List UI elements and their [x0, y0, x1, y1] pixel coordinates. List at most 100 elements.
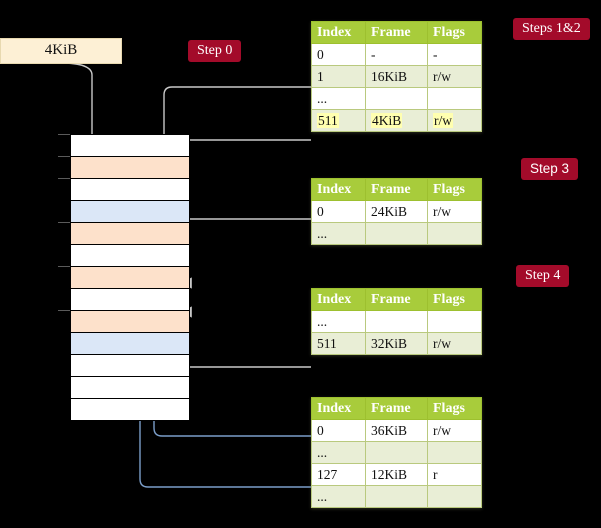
memory-frame-row [70, 288, 190, 311]
column-header-flags: Flags [427, 178, 482, 201]
table-cell-index: 511 [311, 109, 366, 132]
column-header-flags: Flags [427, 397, 482, 420]
column-header-index: Index [311, 178, 366, 201]
step-badge-step-3: Step 3 [521, 158, 579, 180]
table-cell-flags: r/w [427, 332, 482, 355]
column-header-frame: Frame [365, 178, 428, 201]
table-cell-flags [427, 310, 482, 333]
cell-highlight: r/w [433, 112, 453, 128]
column-header-flags: Flags [427, 288, 482, 311]
step-badge-step-0: Step 0 [188, 40, 242, 62]
memory-frame-row [70, 332, 190, 355]
wire-step3 [181, 218, 311, 289]
source-frame-label: 4KiB [44, 42, 78, 58]
table-cell-frame [365, 222, 428, 245]
table-cell-index: 127 [311, 463, 366, 486]
column-header-frame: Frame [365, 21, 428, 44]
column-header-frame: Frame [365, 288, 428, 311]
wire-steps12-b [173, 139, 311, 245]
step-badge-steps-1-2: Steps 1&2 [513, 18, 590, 40]
memory-row-tick [58, 156, 70, 157]
physical-memory-column [58, 134, 190, 421]
memory-frame-row [70, 178, 190, 201]
table-row[interactable]: ... [311, 222, 482, 245]
table-cell-flags: r/w [427, 109, 482, 132]
memory-frame-row [70, 200, 190, 223]
memory-row-tick [58, 266, 70, 267]
table-row[interactable]: ... [311, 441, 482, 464]
table-cell-index: ... [311, 222, 366, 245]
memory-frame-row [70, 310, 190, 333]
table-row[interactable]: ... [311, 310, 482, 333]
table-cell-frame [365, 441, 428, 464]
table-cell-frame [365, 310, 428, 333]
memory-frame-row [70, 398, 190, 421]
memory-frame-row [70, 134, 190, 157]
column-header-index: Index [311, 288, 366, 311]
table-cell-frame: 36KiB [365, 419, 428, 442]
memory-frame-row [70, 266, 190, 289]
column-header-frame: Frame [365, 397, 428, 420]
table-cell-flags: - [427, 43, 482, 66]
column-header-flags: Flags [427, 21, 482, 44]
table-row[interactable]: 511 4KiB r/w [311, 109, 482, 132]
memory-frame-row [70, 244, 190, 267]
table-cell-flags [427, 485, 482, 508]
table-cell-flags [427, 87, 482, 110]
table-cell-flags: r [427, 463, 482, 486]
table-cell-frame: 24KiB [365, 200, 428, 223]
table-cell-index: 0 [311, 43, 366, 66]
table-cell-flags: r/w [427, 65, 482, 88]
step-badge-step-4: Step 4 [516, 265, 570, 287]
table-cell-index: 1 [311, 65, 366, 88]
table-cell-flags [427, 441, 482, 464]
column-header-index: Index [311, 21, 366, 44]
cell-highlight: 4KiB [371, 112, 403, 128]
memory-row-tick [58, 310, 70, 311]
table-cell-index: ... [311, 441, 366, 464]
table-cell-frame: 16KiB [365, 65, 428, 88]
table-cell-index: 0 [311, 200, 366, 223]
column-header-index: Index [311, 397, 366, 420]
table-cell-frame [365, 485, 428, 508]
memory-frame-row [70, 156, 190, 179]
memory-frame-row [70, 222, 190, 245]
table-cell-index: ... [311, 87, 366, 110]
table-row[interactable]: ... [311, 485, 482, 508]
table-row[interactable]: ... [311, 87, 482, 110]
table-cell-frame: 12KiB [365, 463, 428, 486]
memory-row-tick [58, 222, 70, 223]
wire-step4 [181, 306, 311, 368]
table-cell-frame: 32KiB [365, 332, 428, 355]
table-cell-flags: r/w [427, 200, 482, 223]
table-cell-frame: - [365, 43, 428, 66]
table-cell-flags [427, 222, 482, 245]
table-cell-frame: 4KiB [365, 109, 428, 132]
memory-frame-row [70, 376, 190, 399]
table-cell-index: ... [311, 310, 366, 333]
table-cell-index: 511 [311, 332, 366, 355]
table-cell-index: ... [311, 485, 366, 508]
table-cell-flags: r/w [427, 419, 482, 442]
memory-row-tick [58, 178, 70, 179]
memory-row-tick [58, 134, 70, 135]
cell-highlight: 511 [317, 112, 339, 128]
table-row[interactable]: 0-- [311, 43, 482, 66]
table-cell-frame [365, 87, 428, 110]
memory-frame-row [70, 354, 190, 377]
table-cell-index: 0 [311, 419, 366, 442]
